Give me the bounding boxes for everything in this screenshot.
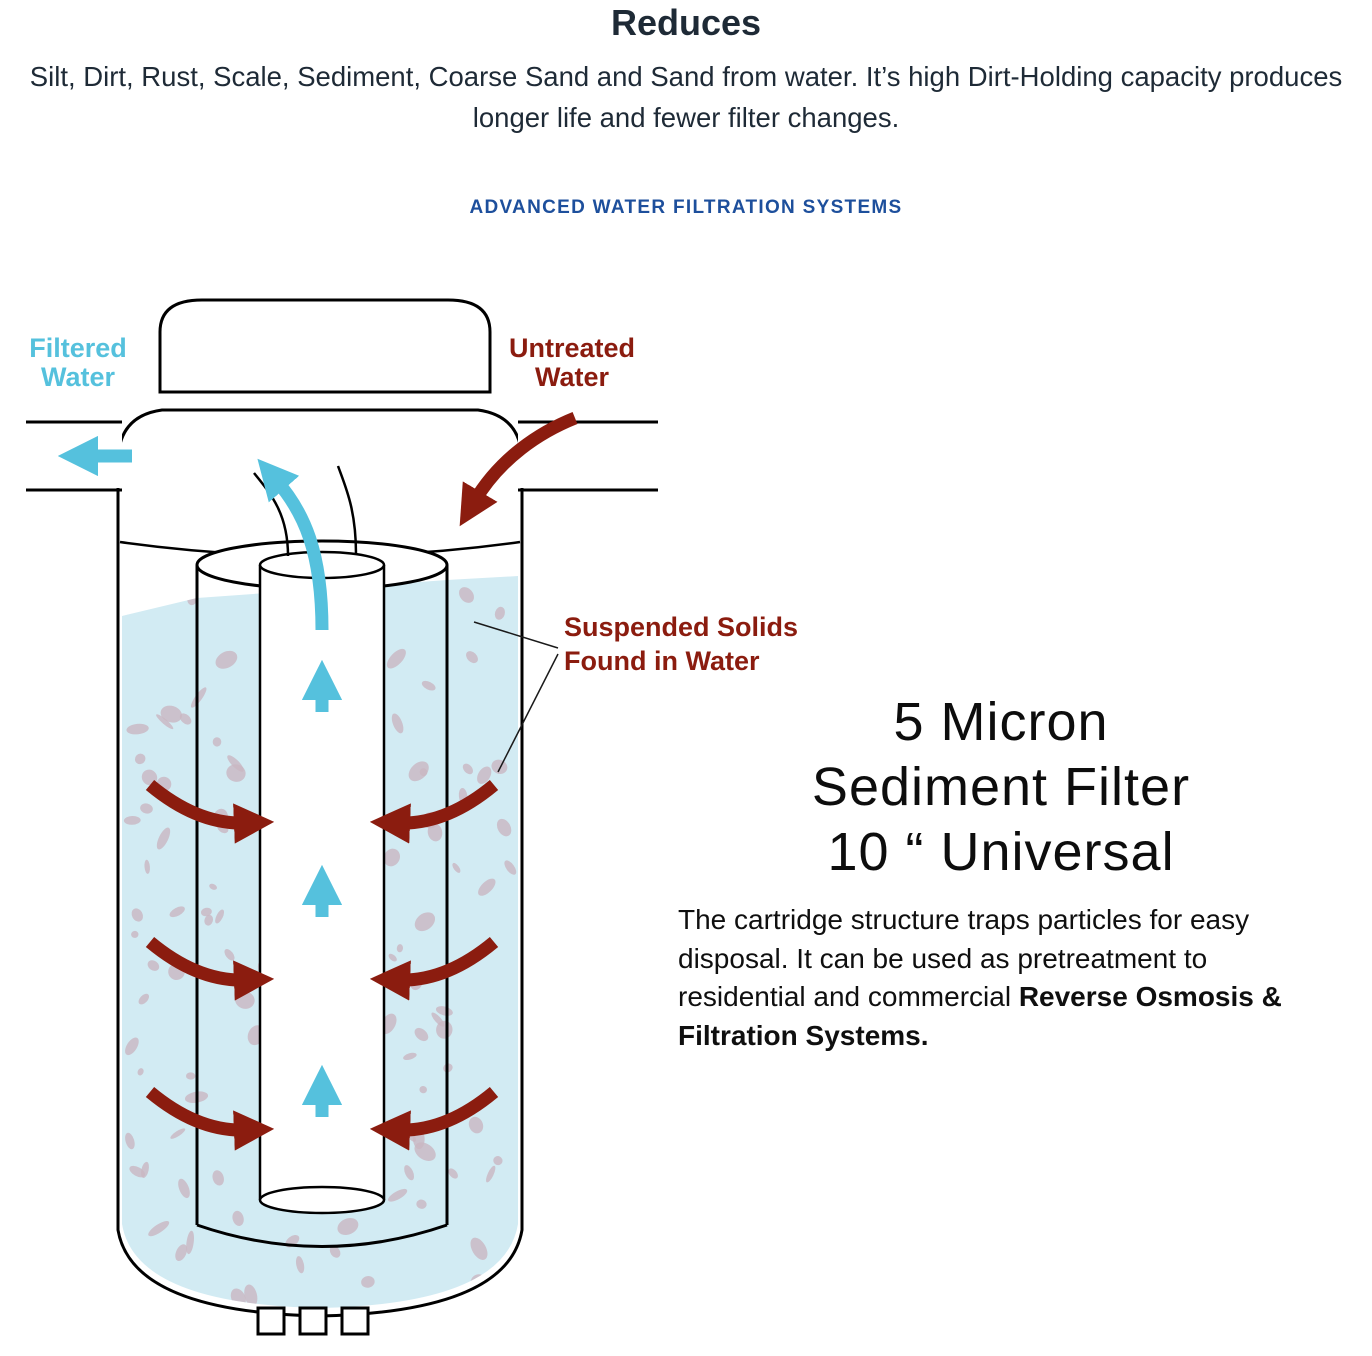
housing-feet <box>256 1306 370 1336</box>
sediment-inflow-arrows <box>145 779 499 1151</box>
untreated-water-label: Untreated Water <box>508 333 636 392</box>
suspended-solids-label: Suspended Solids Found in Water <box>564 612 799 676</box>
filter-cap <box>158 298 492 394</box>
product-headline-line3: 10 “ Universal <box>827 822 1175 882</box>
filtered-water-label: Filtered Water <box>29 333 127 392</box>
untreated-inflow-arrow <box>459 411 578 527</box>
product-info: 5 Micron Sediment Filter 10 “ Universal … <box>678 690 1324 1055</box>
product-description-bold: Reverse Osmosis & Filtration Systems. <box>678 981 1282 1051</box>
suspended-solids-leader-lines <box>473 621 559 773</box>
product-headline-line1: 5 Micron <box>893 692 1109 752</box>
core-bottom <box>258 1185 386 1215</box>
subtitle-text: Silt, Dirt, Rust, Scale, Sediment, Coars… <box>29 61 1343 133</box>
product-headline-line2: Sediment Filter <box>811 757 1191 817</box>
sediment-particles <box>123 578 517 1308</box>
product-description: The cartridge structure traps particles … <box>678 904 1282 1051</box>
page-title: Reduces <box>610 2 762 43</box>
brand-heading: ADVANCED WATER FILTRATION SYSTEMS <box>469 197 903 218</box>
outlet-tube-right-edge <box>336 465 358 555</box>
filtered-flow-arrows <box>57 435 343 1117</box>
core-outflow-arrow <box>257 458 329 631</box>
cartridge-bottom <box>196 1223 448 1248</box>
filter-diagram <box>26 298 658 1336</box>
